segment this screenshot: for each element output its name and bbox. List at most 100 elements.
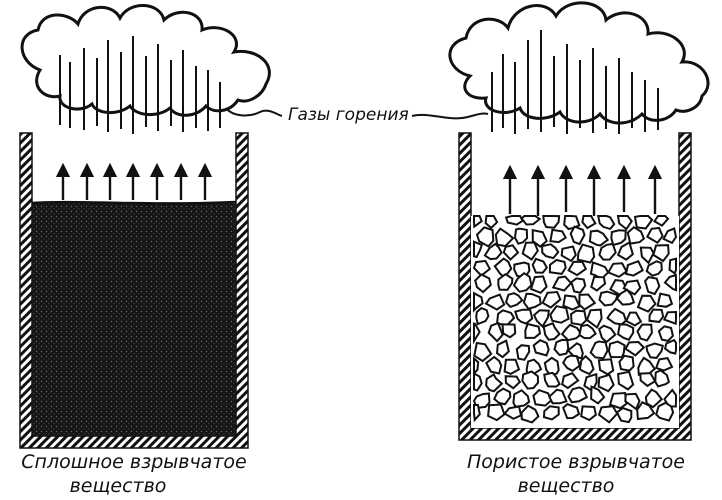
porous-grain [551,275,573,292]
porous-grain [520,215,542,226]
porous-grain [645,226,664,245]
solid-explosive-figure [19,4,271,449]
porous-grain [653,215,670,227]
porous-grain [626,225,646,245]
porous-grain [590,275,607,292]
porous-grain [502,244,520,261]
porous-grain [596,215,616,231]
porous-grain [475,226,495,248]
porous-grain [531,257,548,274]
porous-grain [616,215,633,231]
porous-grain [484,293,506,311]
porous-grain [473,403,481,423]
porous-grain [561,354,581,372]
porous-grain [598,324,617,344]
porous-grain [655,401,675,422]
porous-grain [541,290,562,309]
porous-grain [473,240,484,259]
porous-grain [570,277,587,294]
porous-grain [514,308,534,325]
porous-grain [581,215,597,230]
porous-grain [636,294,657,313]
porous-grain [654,356,674,372]
solid-caption-line2: вещество [70,475,167,497]
porous-grain [503,358,521,376]
porous-caption-line2: вещество [518,475,615,497]
porous-grain [548,388,568,405]
porous-grain [515,344,531,361]
porous-grain [645,260,663,277]
porous-grain [562,294,581,311]
porous-grain [495,339,510,359]
right-gas-arrows [502,164,663,216]
gases-label-group: Газы горения [225,105,489,125]
porous-grain [617,323,635,342]
porous-grain [566,342,584,360]
porous-grain [549,228,568,244]
porous-grain [529,275,548,294]
porous-grain [668,257,677,275]
porous-grain [524,322,542,339]
porous-grain [532,309,550,329]
porous-grain [617,370,635,391]
porous-grain [473,371,483,392]
porous-grain [615,288,636,306]
porous-grain [561,372,580,390]
porous-grain [532,388,553,407]
porous-grain [485,373,504,393]
porous-grain [513,227,529,245]
porous-grain [580,405,598,422]
porous-grain [652,244,670,263]
porous-grain [625,311,643,327]
porous-grain [645,342,665,359]
porous-grain [473,291,484,313]
porous-grain [521,241,539,261]
porous-grain [493,387,512,406]
porous-grain [549,305,570,324]
porous-grain [542,215,561,229]
porous-grain [639,372,657,388]
porous-grain [543,356,560,376]
porous-grain [553,338,570,357]
porous-grain [487,321,504,343]
porous-grain [473,341,493,363]
porous-grain [520,404,540,424]
right-gas-streaks [491,30,659,134]
porous-grain [567,386,589,404]
porous-grain [588,229,610,247]
porous-grain [543,371,561,388]
porous-explosive-figure [448,1,710,441]
porous-grain [618,354,635,372]
porous-grain [663,273,677,292]
left-solid-substance [32,203,236,436]
porous-grain [485,355,503,375]
porous-grain [504,375,522,390]
porous-grain [501,323,517,339]
left-gas-streaks [59,36,221,134]
porous-grain [548,258,567,275]
porous-grain [541,243,560,260]
porous-grain [542,405,560,421]
porous-grain [576,243,596,264]
porous-grain [569,225,586,246]
porous-grain [474,273,492,294]
gases-label: Газы горения [288,105,409,125]
porous-grain [483,242,503,261]
porous-grain [504,215,524,226]
porous-grain [622,279,642,296]
gases-leader-left [225,107,283,117]
porous-grain [597,405,619,424]
porous-grain [589,340,609,360]
porous-grain [656,292,674,308]
gases-leader-right [411,112,489,120]
porous-grain [610,229,627,247]
porous-grain [560,245,577,263]
solid-caption-line1: Сплошное взрывчатое [21,451,246,473]
porous-grain [578,293,597,311]
porous-grain [598,290,619,307]
porous-grain [636,401,656,421]
porous-grain [487,403,506,422]
porous-grain [521,370,540,390]
porous-grain [503,405,523,420]
